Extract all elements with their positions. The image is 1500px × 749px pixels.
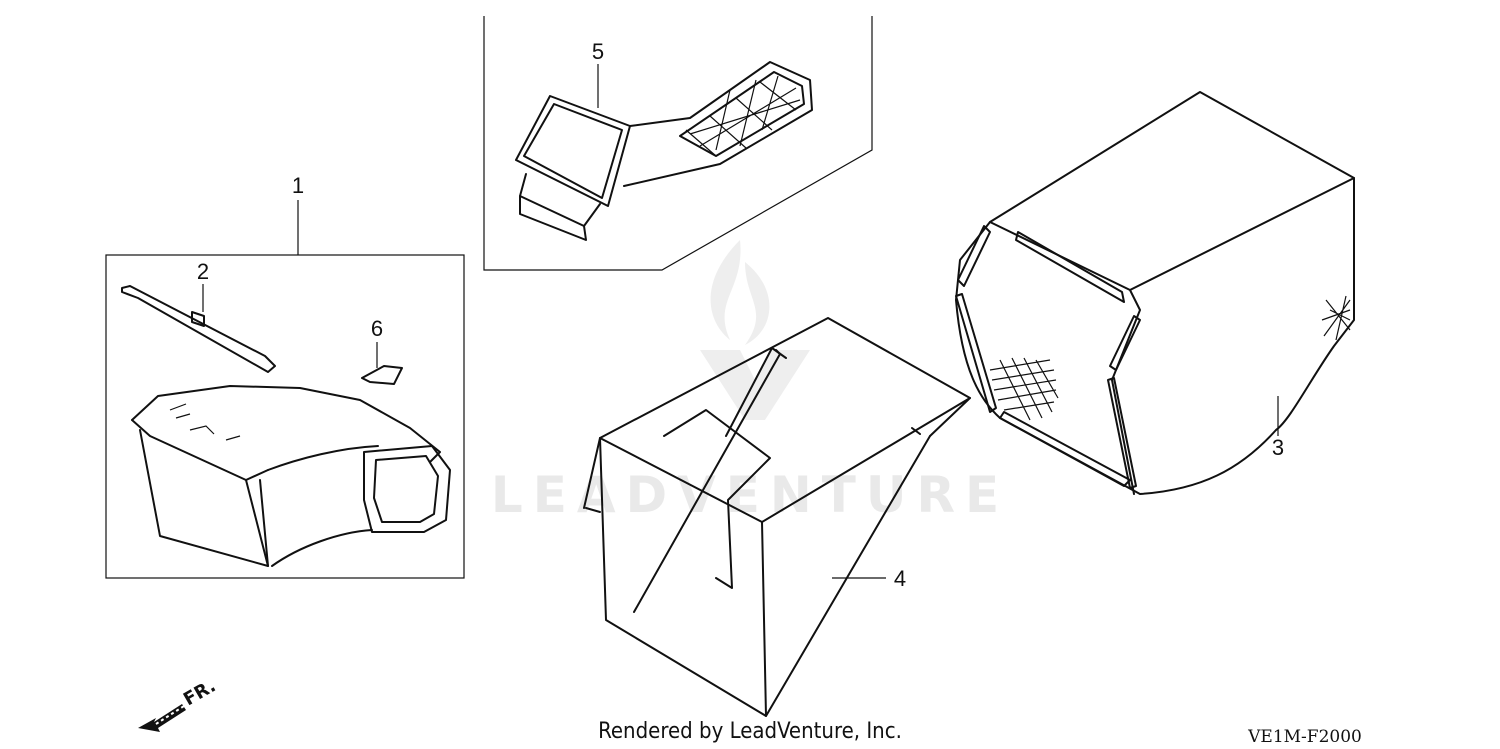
part-1-chute[interactable]	[131, 385, 451, 567]
callout-4[interactable]: 4	[894, 566, 906, 591]
part-6-tag[interactable]	[361, 365, 403, 385]
kit-box-1	[105, 254, 465, 579]
rendered-by-credit: Rendered by LeadVenture, Inc.	[598, 719, 902, 744]
callout-5[interactable]: 5	[592, 39, 604, 64]
callout-2[interactable]: 2	[197, 259, 209, 284]
front-direction-arrow-icon	[138, 704, 186, 732]
callout-6[interactable]: 6	[371, 316, 383, 341]
callout-3[interactable]: 3	[1272, 435, 1284, 460]
part-4-wire-frame[interactable]	[583, 317, 971, 717]
flame-logo-icon	[700, 240, 810, 420]
inset-box-5	[483, 16, 873, 271]
watermark: LEADVENTURE	[491, 240, 1009, 524]
part-5-nozzle[interactable]	[515, 61, 813, 241]
watermark-text: LEADVENTURE	[491, 466, 1009, 524]
front-direction-label: FR.	[180, 675, 219, 710]
callout-1[interactable]: 1	[292, 173, 304, 198]
part-2-bracket[interactable]	[121, 285, 276, 373]
diagram-code: VE1M-F2000	[1247, 727, 1362, 747]
part-3-grass-bag[interactable]	[955, 91, 1355, 495]
